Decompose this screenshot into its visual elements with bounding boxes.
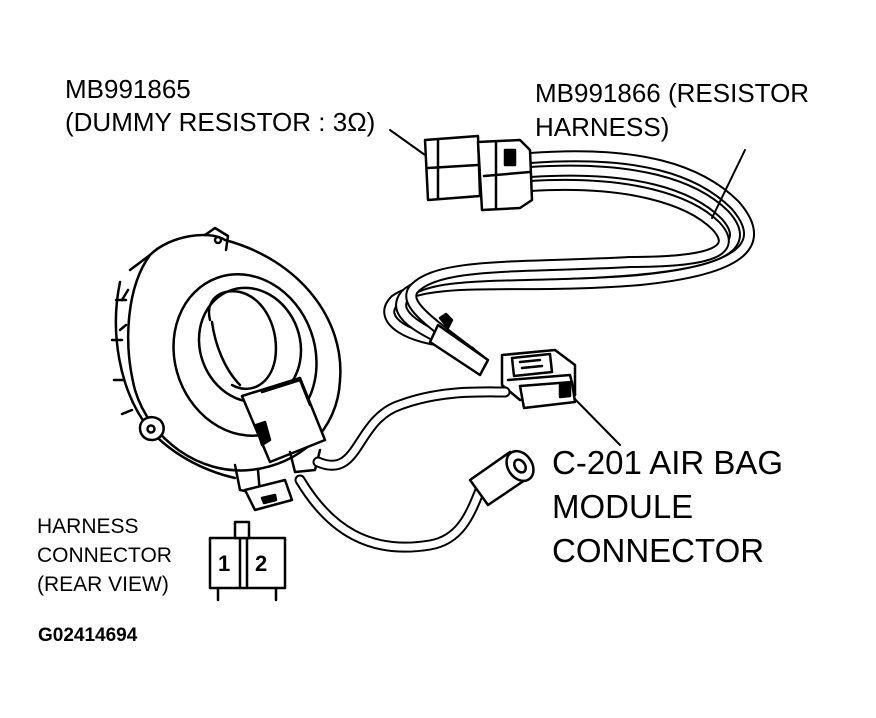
module-connector-leader [567, 391, 621, 446]
resistor-harness-leader [711, 149, 746, 219]
resistor-harness-wires [383, 150, 755, 366]
harness-connector-rear-view [208, 520, 287, 602]
dummy-resistor-description: (DUMMY RESISTOR : 3Ω) [65, 107, 376, 137]
dummy-resistor-part-number: MB991865 [65, 74, 191, 104]
module-connector-label-line2: MODULE [552, 488, 694, 525]
harness-connector-label-line2: CONNECTOR [37, 544, 172, 567]
resistor-harness-description: HARNESS) [535, 112, 670, 142]
air-bag-module-connector [500, 348, 577, 410]
dummy-resistor-leader [389, 129, 426, 156]
underside-plug [243, 478, 294, 512]
ground-terminal [468, 449, 535, 507]
harness-connector-label-line3: (REAR VIEW) [37, 573, 169, 596]
harness-connector-label-line1: HARNESS [37, 515, 139, 538]
figure-id: G02414694 [38, 625, 138, 646]
module-connector-label-line1: C-201 AIR BAG [552, 444, 784, 481]
harness-plug [428, 312, 490, 377]
clock-spring-body [110, 226, 342, 496]
clock-spring-connector [240, 376, 327, 474]
resistor-harness-part-number: MB991866 (RESISTOR [535, 78, 810, 108]
pin-1-label: 1 [218, 551, 231, 576]
pin-2-label: 2 [255, 551, 268, 576]
module-connector-label-line3: CONNECTOR [552, 532, 765, 569]
clock-spring-wires [294, 386, 511, 553]
dummy-resistor-connector [423, 134, 534, 212]
